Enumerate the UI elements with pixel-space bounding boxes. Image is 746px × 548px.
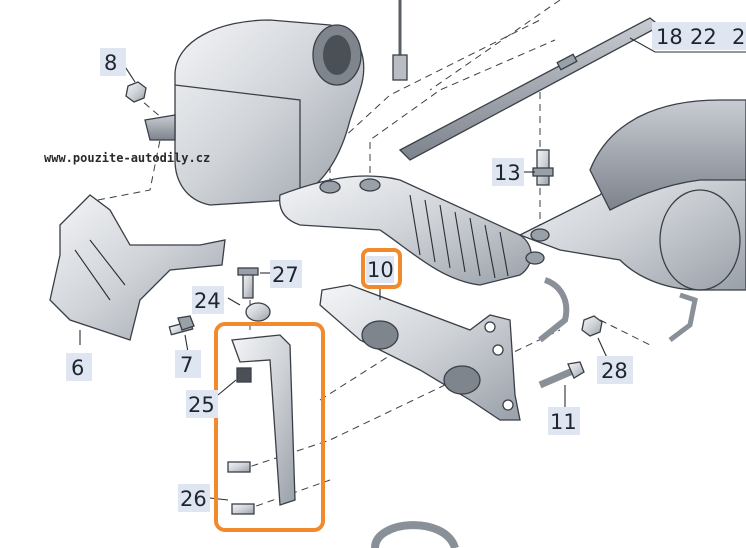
highlight-bracket-box — [214, 322, 325, 532]
pipe-clamp — [371, 521, 459, 548]
front-pipe — [279, 175, 532, 286]
callout-24: 24 — [194, 289, 221, 313]
callout-backgrounds — [66, 22, 746, 512]
bolt-13 — [532, 149, 554, 186]
watermark-text: www.pouzite-autodily.cz — [44, 151, 210, 165]
callout-18: 18 — [656, 25, 683, 49]
callout-28: 28 — [601, 359, 628, 383]
callout-13: 13 — [494, 161, 521, 185]
rear-twin-converters — [518, 99, 746, 291]
sensor-wire — [392, 0, 408, 81]
catalytic-converter — [144, 19, 365, 206]
flex-bellows — [409, 194, 509, 279]
highlight-callout-10 — [361, 248, 402, 289]
bolt-7 — [168, 315, 195, 336]
callout-26: 26 — [180, 487, 207, 511]
bolt-27 — [237, 267, 259, 299]
callout-7: 7 — [180, 353, 193, 377]
bolt-24 — [245, 302, 271, 322]
callout-8: 8 — [104, 51, 117, 75]
nut-8 — [125, 81, 147, 103]
heat-shield-6 — [49, 194, 226, 341]
nut-28 — [581, 315, 603, 337]
callout-27: 27 — [272, 263, 299, 287]
bolt-11 — [538, 361, 585, 389]
callout-22: 22 — [690, 25, 717, 49]
callout-25: 25 — [188, 393, 215, 417]
callout-6: 6 — [71, 356, 84, 380]
support-rod — [538, 277, 698, 343]
bracket-plate-10 — [319, 284, 521, 421]
hanger-bracket — [227, 334, 296, 515]
callout-11: 11 — [550, 410, 577, 434]
callout-2-partial: 2 — [732, 25, 745, 49]
callout-10: 10 — [367, 258, 394, 282]
